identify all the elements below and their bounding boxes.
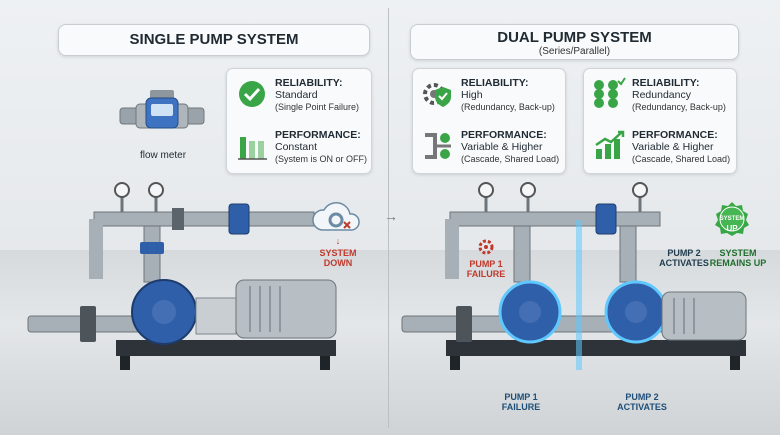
dual-right-performance-row: PERFORMANCE:Variable & Higher(Cascade, S… (584, 121, 736, 173)
dual-right-reliability-row: RELIABILITY:Redundancy(Redundancy, Back-… (584, 69, 736, 121)
rising-chart-icon (595, 130, 625, 159)
system-down-arrow-icon: ↓ (335, 236, 341, 246)
bottom-pump2-line2: ACTIVATES (617, 402, 667, 412)
pump2-activates-line1: PUMP 2 (667, 248, 701, 258)
dual-right-performance-note: (Cascade, Shared Load) (632, 154, 731, 164)
dual-left-reliability-row: RELIABILITY:High(Redundancy, Back-up) (413, 69, 565, 121)
pressure-gauge-icon (114, 182, 164, 212)
badge-line2: UP (726, 224, 738, 233)
system-remains-up-label: SYSTEM REMAINS UP (708, 248, 768, 268)
single-reliability-note: (Single Point Failure) (275, 102, 360, 112)
pump1-failure-label: PUMP 1 FAILURE (462, 259, 510, 279)
flow-glow (576, 220, 582, 370)
center-divider (388, 8, 389, 428)
pump1-failure-line2: FAILURE (466, 269, 506, 279)
dual-subtitle: (Series/Parallel) (538, 46, 611, 57)
system-down-line2: DOWN (323, 258, 353, 268)
dual-pump-assembly (401, 182, 747, 370)
single-info-card: RELIABILITY:Standard(Single Point Failur… (226, 68, 372, 174)
cloud-gear-icon (312, 202, 360, 231)
system-down-line1: SYSTEM (319, 248, 357, 258)
single-performance-value: Constant (275, 141, 318, 153)
single-performance-note: (System is ON or OFF) (275, 154, 367, 164)
dual-left-performance-note: (Cascade, Shared Load) (461, 154, 560, 164)
checklist-icon (594, 77, 626, 108)
flow-meter-label: flow meter (139, 150, 187, 161)
dual-title: DUAL PUMP SYSTEM (497, 29, 652, 46)
single-reliability-label: RELIABILITY: (275, 77, 343, 89)
single-reliability-row: RELIABILITY:Standard(Single Point Failur… (227, 69, 371, 121)
dual-info-card-right: RELIABILITY:Redundancy(Redundancy, Back-… (583, 68, 737, 174)
remains-up-line2: REMAINS UP (709, 258, 767, 268)
dual-pressure-gauges (478, 182, 648, 212)
bottom-pump2-line1: PUMP 2 (625, 392, 659, 402)
pump2-activates-line2: ACTIVATES (659, 258, 709, 268)
gear-shield-icon (423, 83, 451, 107)
system-up-badge-icon (715, 202, 749, 236)
bottom-pump1-line1: PUMP 1 (504, 392, 538, 402)
flow-meter-icon (119, 90, 205, 129)
single-pump-assembly (27, 182, 337, 370)
dual-right-reliability-label: RELIABILITY: (632, 77, 700, 89)
single-performance-label: PERFORMANCE: (275, 129, 361, 141)
single-reliability-value: Standard (275, 89, 318, 101)
dual-left-reliability-label: RELIABILITY: (461, 77, 529, 89)
dual-right-reliability-note: (Redundancy, Back-up) (632, 102, 726, 112)
bottom-pump1-label: PUMP 1 FAILURE (496, 392, 546, 412)
dual-left-reliability-note: (Redundancy, Back-up) (461, 102, 555, 112)
system-up-badge-text: SYSTEM UP (714, 212, 750, 233)
dual-title-box: DUAL PUMP SYSTEM (Series/Parallel) (410, 24, 739, 60)
gear-warning-icon (478, 239, 494, 255)
single-performance-row: PERFORMANCE:Constant(System is ON or OFF… (227, 121, 371, 173)
dual-right-performance-value: Variable & Higher (632, 141, 714, 153)
dual-left-performance-label: PERFORMANCE: (461, 129, 547, 141)
pump2-activates-label: PUMP 2 ACTIVATES (656, 248, 712, 268)
pipe-branch-icon (425, 133, 451, 159)
bar-chart-icon (238, 137, 267, 160)
dual-left-performance-value: Variable & Higher (461, 141, 543, 153)
transition-arrow-icon: → (384, 208, 398, 224)
pump1-failure-line1: PUMP 1 (469, 259, 503, 269)
bottom-pump1-line2: FAILURE (501, 402, 541, 412)
system-down-label: SYSTEM DOWN (314, 248, 362, 268)
single-title: SINGLE PUMP SYSTEM (58, 24, 370, 56)
dual-right-reliability-value: Redundancy (632, 89, 691, 101)
dual-left-reliability-value: High (461, 89, 483, 101)
bottom-pump2-label: PUMP 2 ACTIVATES (612, 392, 672, 412)
dual-left-performance-row: PERFORMANCE:Variable & Higher(Cascade, S… (413, 121, 565, 173)
remains-up-line1: SYSTEM (719, 248, 757, 258)
dual-info-card-left: RELIABILITY:High(Redundancy, Back-up) PE… (412, 68, 566, 174)
badge-line1: SYSTEM (719, 216, 745, 222)
check-circle-icon (239, 81, 265, 107)
dual-right-performance-label: PERFORMANCE: (632, 129, 718, 141)
valve-body (228, 203, 250, 235)
